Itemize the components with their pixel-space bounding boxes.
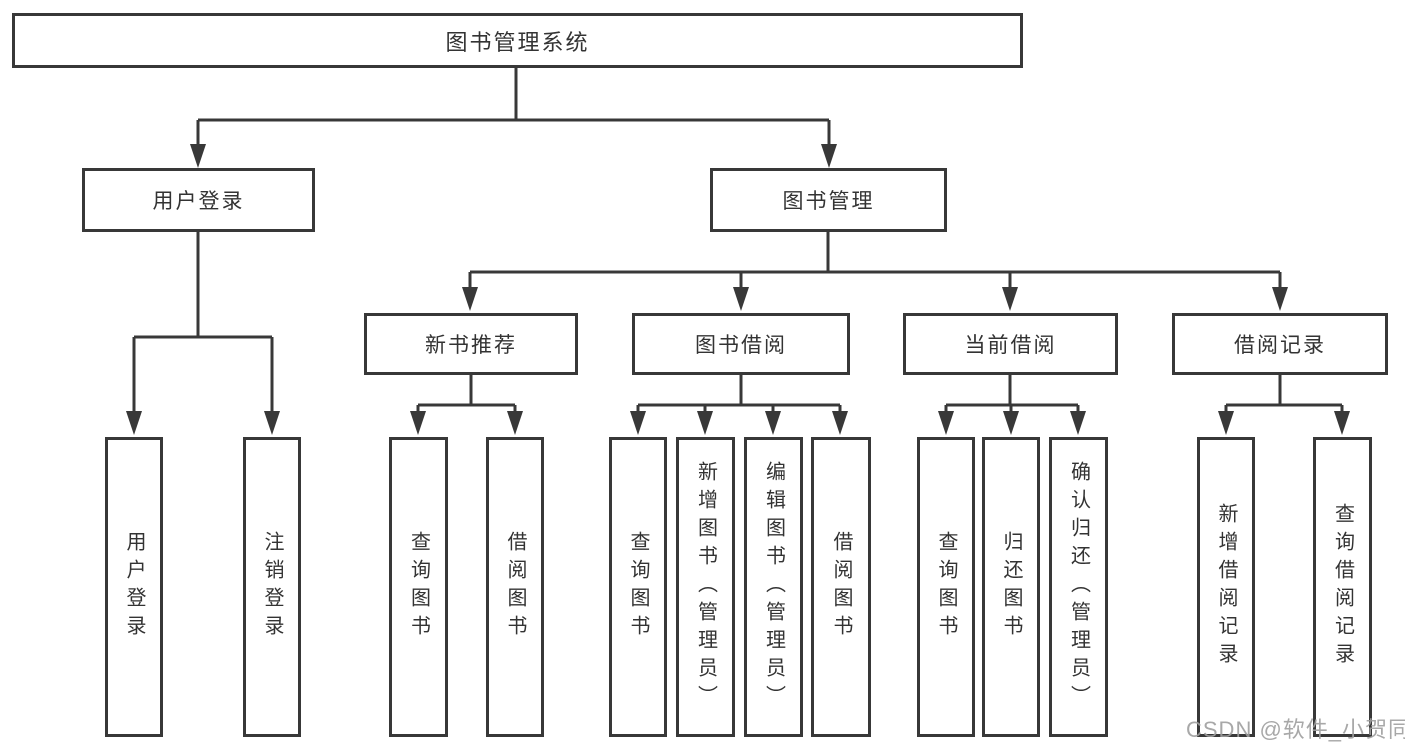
connector-user-login-children [126,232,280,435]
node-borrowing-records: 借阅记录 [1172,313,1388,375]
leaf-query-books-borrowing: 查询图书 [609,437,667,737]
node-current-borrowing: 当前借阅 [903,313,1118,375]
node-user-login: 用户登录 [82,168,315,232]
node-root: 图书管理系统 [12,13,1023,68]
node-book-borrowing: 图书借阅 [632,313,850,375]
leaf-query-borrow-record: 查询借阅记录 [1313,437,1372,737]
leaf-query-books-current: 查询图书 [917,437,975,737]
connector-new-book-recommend-children [410,375,523,435]
leaf-borrow-books-recommend: 借阅图书 [486,437,544,737]
leaf-add-books-admin: 新增图书（管理员） [676,437,735,737]
connector-root-to-level2 [190,68,837,168]
leaf-user-login: 用户登录 [105,437,163,737]
connector-book-management-children [462,232,1288,311]
connector-current-borrowing-children [938,375,1086,435]
leaf-edit-books-admin: 编辑图书（管理员） [744,437,803,737]
leaf-confirm-return-admin: 确认归还（管理员） [1049,437,1108,737]
leaf-borrow-books-borrowing: 借阅图书 [811,437,871,737]
node-book-management: 图书管理 [710,168,947,232]
leaf-query-books-recommend: 查询图书 [389,437,448,737]
node-new-book-recommend: 新书推荐 [364,313,578,375]
csdn-watermark: CSDN @软件_小贺同学 [1186,717,1405,742]
connector-borrowing-records-children [1218,375,1350,435]
leaf-logout-login: 注销登录 [243,437,301,737]
connector-book-borrowing-children [630,375,848,435]
leaf-add-borrow-record: 新增借阅记录 [1197,437,1255,737]
leaf-return-books: 归还图书 [982,437,1040,737]
